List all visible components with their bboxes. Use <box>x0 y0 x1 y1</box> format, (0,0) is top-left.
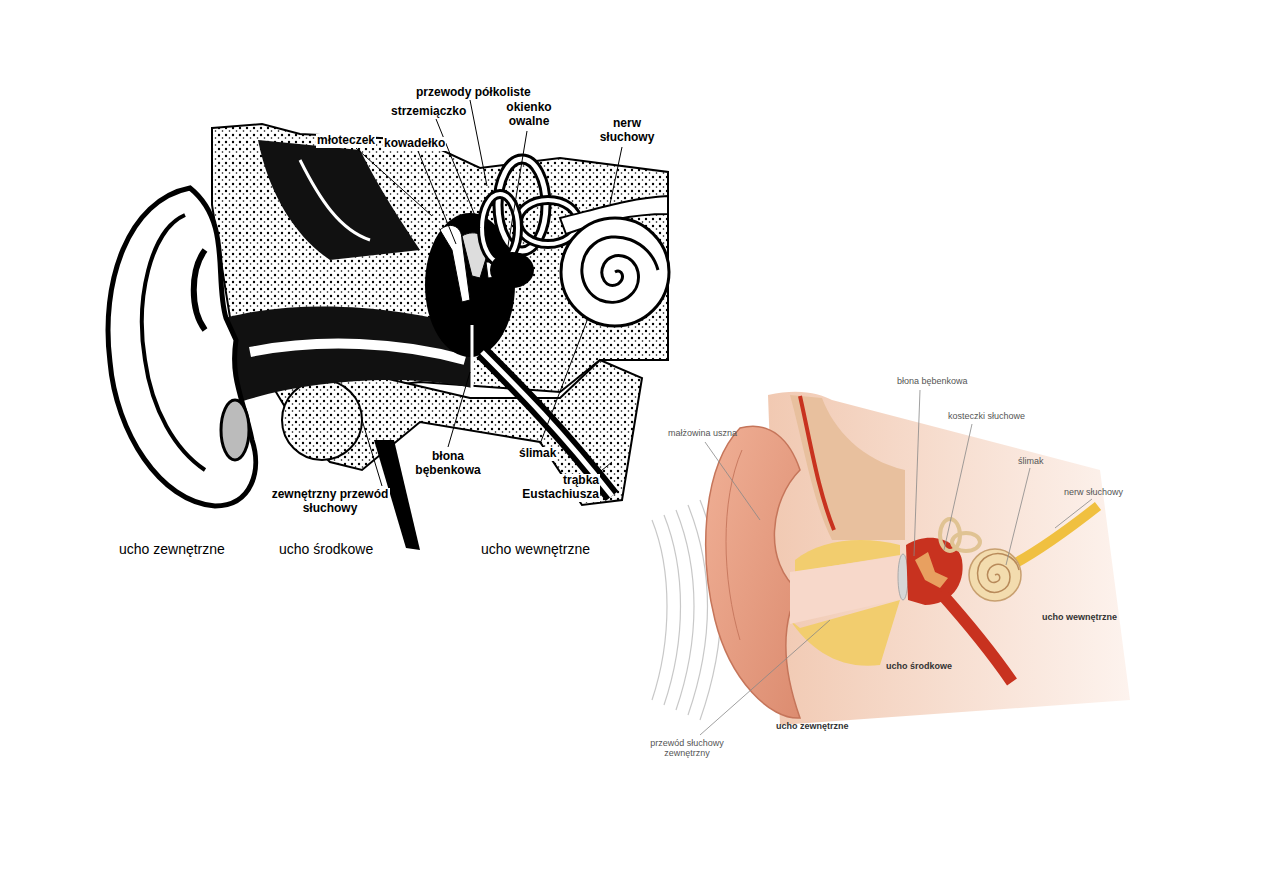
part-label: ślimak <box>1018 456 1044 466</box>
part-label: ślimak <box>518 447 557 461</box>
leader-lines <box>356 100 622 486</box>
part-label: nerw słuchowy <box>1064 487 1123 497</box>
engraving <box>108 124 669 550</box>
part-label: kosteczki słuchowe <box>948 411 1025 421</box>
region-label: ucho wewnętrzne <box>1042 612 1117 622</box>
part-label: przewód słuchowy zewnętrzny <box>645 738 729 759</box>
part-label: kowadełko <box>383 137 446 151</box>
part-label: przewody półkoliste <box>415 86 532 100</box>
region-label: ucho zewnętrzne <box>118 541 226 557</box>
part-label: nerw słuchowy <box>595 117 659 145</box>
part-label: błona bębenkowa <box>897 376 968 386</box>
region-label: ucho zewnętrzne <box>776 721 849 731</box>
region-label: ucho środkowe <box>886 661 952 671</box>
part-label: błona bębenkowa <box>410 450 486 478</box>
leader-lines-colour <box>700 390 1092 735</box>
colour-illustration <box>652 392 1130 725</box>
region-label: ucho środkowe <box>278 541 374 557</box>
part-label: okienko owalne <box>498 101 560 129</box>
part-label: strzemiączko <box>390 105 467 119</box>
part-label: zewnętrzny przewód słuchowy <box>270 488 390 516</box>
region-label: ucho wewnętrzne <box>480 541 591 557</box>
part-label: małżowina uszna <box>668 428 737 438</box>
part-label: młoteczek <box>316 134 376 148</box>
part-label: trąbka Eustachiusza <box>506 474 600 502</box>
